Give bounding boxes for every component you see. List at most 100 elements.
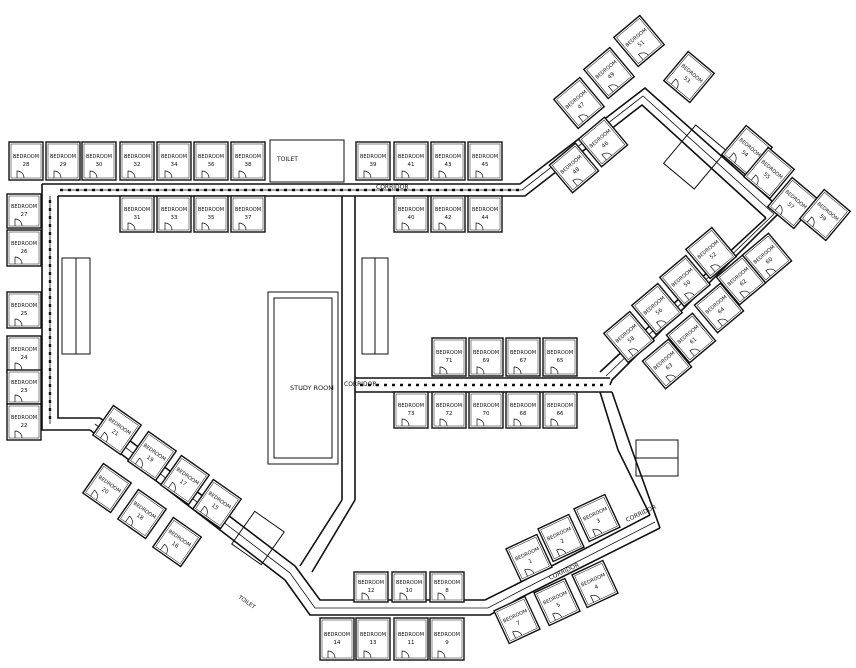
bedroom-number: 22 — [21, 423, 28, 429]
door-swing — [14, 256, 23, 265]
bedroom-number: 50 — [683, 279, 693, 288]
south-corridor-wall-inner — [294, 514, 651, 601]
bedroom-inner-wall — [574, 562, 616, 606]
bedroom-inner-wall — [121, 197, 153, 231]
door-swing — [806, 216, 815, 227]
study-room-label: STUDY ROOM — [290, 384, 334, 392]
bedroom-number: 35 — [208, 215, 215, 221]
bedroom-outline — [353, 571, 389, 603]
bedroom-inner-wall — [469, 143, 501, 179]
bedroom-inner-wall — [470, 393, 502, 427]
door-swing — [476, 418, 485, 427]
door-swing — [739, 290, 751, 299]
door-swing — [476, 366, 485, 375]
bedroom-number: 12 — [368, 588, 375, 594]
bedroom-inner-wall — [85, 465, 129, 511]
bedroom-inner-wall — [507, 339, 539, 375]
bedroom-outline — [467, 141, 503, 181]
bedroom-inner-wall — [431, 619, 463, 659]
door-swing — [90, 489, 98, 501]
door-swing — [200, 505, 208, 517]
bedroom-outline — [533, 577, 581, 627]
bedroom-inner-wall — [8, 293, 40, 327]
door-swing — [717, 318, 729, 327]
bedroom-number: 38 — [245, 162, 252, 168]
bedroom-outline — [505, 533, 553, 583]
bedroom-inner-wall — [83, 143, 115, 179]
bedroom-inner-wall — [232, 197, 264, 231]
bedroom-label: BEDROOM — [124, 207, 150, 213]
bedroom-number: 67 — [520, 358, 527, 364]
bedroom-inner-wall — [355, 573, 387, 601]
bedroom-outline — [151, 516, 203, 568]
bedroom-outline — [505, 337, 541, 377]
bedroom-inner-wall — [688, 229, 734, 277]
bedroom-inner-wall — [357, 143, 389, 179]
door-swing — [670, 78, 679, 89]
bedroom-outline — [467, 195, 503, 233]
bedroom-label: BEDROOM — [396, 580, 422, 586]
door-swing — [665, 374, 677, 383]
bedroom-number: 21 — [110, 429, 119, 438]
study-room — [267, 291, 339, 465]
bedroom-number: 30 — [96, 162, 103, 168]
bedroom-inner-wall — [130, 433, 174, 479]
bedroom-outline — [430, 141, 466, 181]
bedroom-number: 42 — [445, 215, 452, 221]
bedroom-outline — [45, 141, 81, 181]
door-swing — [572, 178, 584, 187]
bedroom-outline — [542, 337, 578, 377]
bedroom-outline — [156, 141, 192, 181]
bedroom-outline — [573, 493, 621, 543]
bedroom-label: BEDROOM — [360, 154, 386, 160]
fixtures — [61, 124, 728, 566]
bedroom-number: 10 — [406, 588, 413, 594]
bedroom-outline — [6, 229, 42, 267]
bedroom-outline — [662, 50, 716, 104]
bedroom-number: 18 — [135, 513, 145, 522]
bedroom-inner-wall — [606, 313, 652, 361]
bedroom-outline — [552, 76, 606, 130]
door-swing — [135, 457, 143, 469]
bedroom-number: 48 — [572, 166, 582, 175]
bedroom-number: 23 — [21, 388, 28, 394]
bedroom-outline — [393, 391, 429, 429]
door-swing — [127, 170, 136, 179]
bedroom-label: BEDROOM — [198, 154, 224, 160]
door-swing — [728, 152, 737, 163]
bedroom-number: 19 — [145, 455, 155, 464]
door-swing — [512, 631, 523, 639]
north-corridor-wall-inner — [58, 103, 767, 219]
bedroom-number: 52 — [709, 252, 718, 261]
bedroom-number: 40 — [408, 215, 415, 221]
bedroom-label: BEDROOM — [11, 303, 37, 309]
door-swing — [361, 592, 370, 601]
bedroom-inner-wall — [321, 619, 353, 659]
bedroom-number: 5 — [556, 602, 562, 609]
bedroom-outline — [393, 195, 429, 233]
bedroom-number: 15 — [210, 503, 220, 512]
bedroom-outline — [119, 195, 155, 233]
spine-south-wall-left — [299, 499, 343, 567]
door-swing — [438, 170, 447, 179]
bedroom-label: BEDROOM — [398, 403, 424, 409]
door-swing — [765, 268, 777, 277]
stair-north-east — [662, 124, 728, 190]
stair-east — [635, 439, 679, 477]
